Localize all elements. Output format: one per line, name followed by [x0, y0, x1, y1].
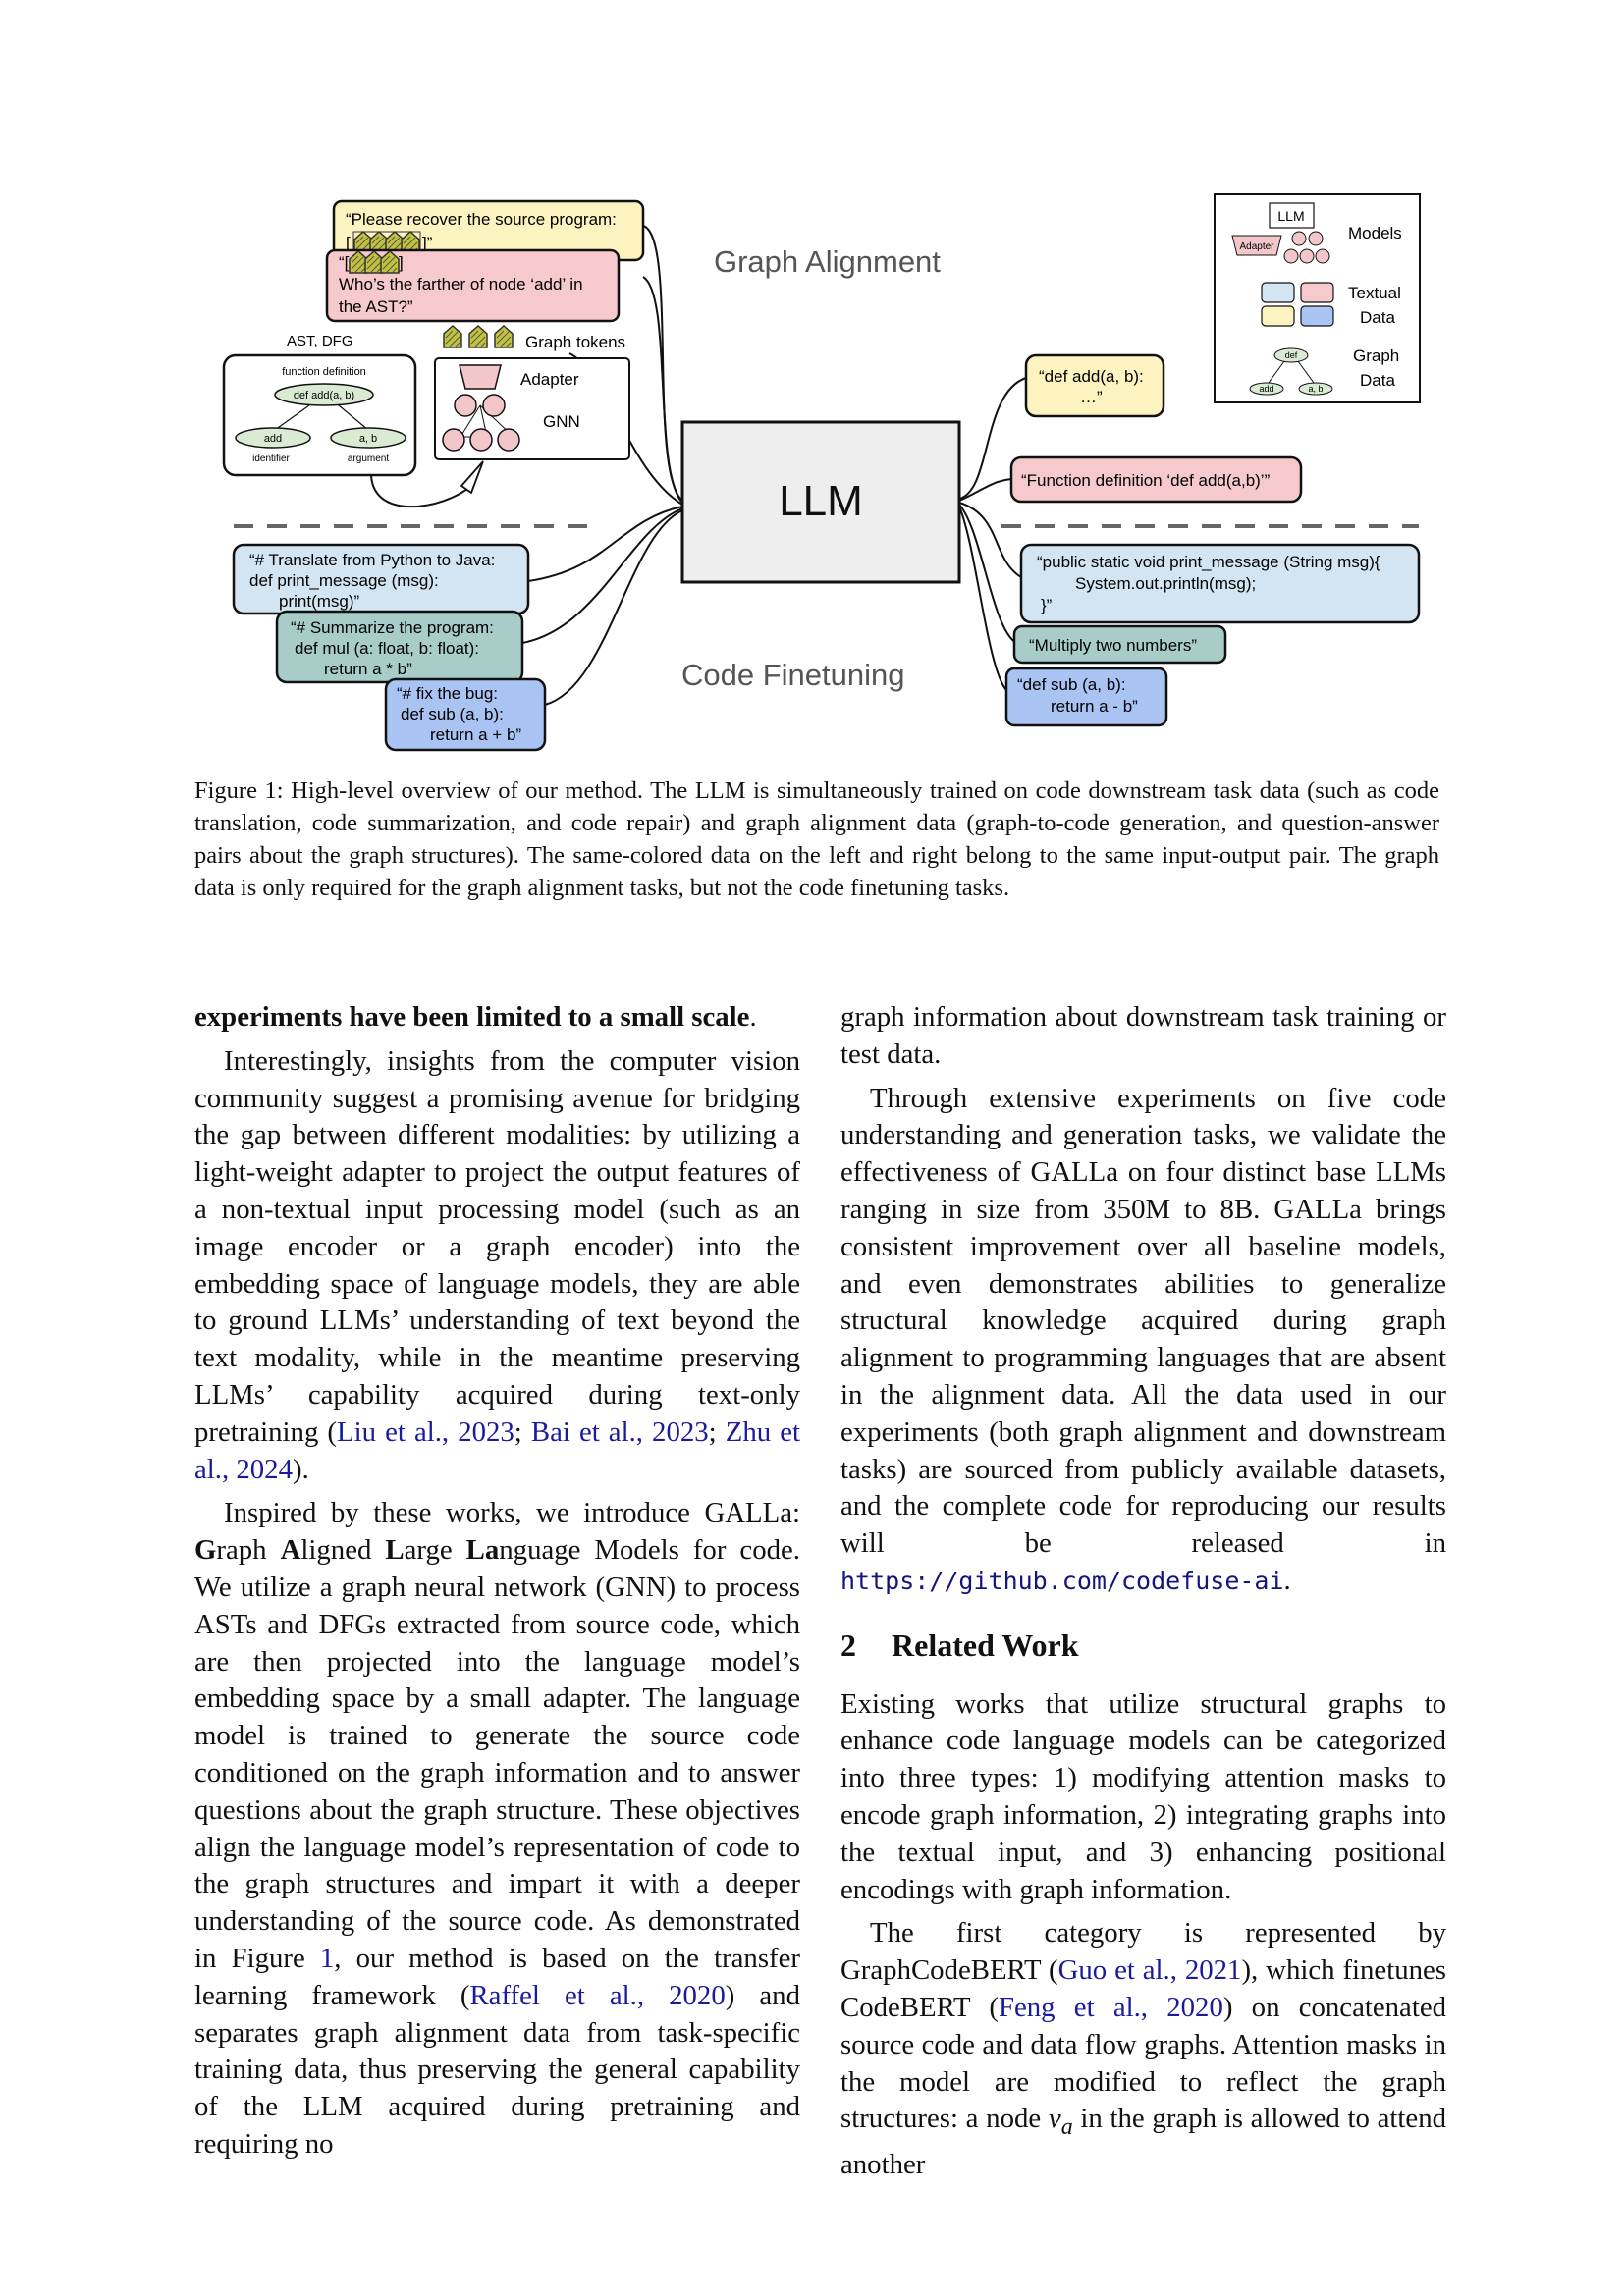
- prompt-question-box: “[ ] Who’s the farther of node ‘add’ in …: [325, 248, 621, 323]
- svg-text:“Please recover the source pro: “Please recover the source program:: [346, 210, 617, 229]
- input-fix-box: “# fix the bug: def sub (a, b): return a…: [384, 677, 547, 752]
- output-java-box: “public static void print_message (Strin…: [1019, 543, 1421, 624]
- svg-text:System.out.println(msg);: System.out.println(msg);: [1075, 574, 1256, 593]
- svg-text:a, b: a, b: [359, 433, 377, 445]
- ast-dfg-label: AST, DFG: [287, 333, 353, 349]
- figure-legend: LLM Adapter Models Textual Data def add …: [1214, 193, 1421, 403]
- code-finetuning-label: Code Finetuning: [681, 658, 905, 692]
- svg-text:[: [: [346, 234, 351, 252]
- svg-text:…”: …”: [1080, 388, 1103, 406]
- svg-text:add: add: [264, 433, 282, 445]
- svg-text:Adapter: Adapter: [1239, 241, 1274, 252]
- svg-text:return a - b”: return a - b”: [1051, 697, 1138, 716]
- graph-tokens: Graph tokens: [443, 325, 625, 351]
- input-summarize-box: “# Summarize the program: def mul (a: fl…: [275, 610, 524, 684]
- svg-text:“def sub (a, b):: “def sub (a, b):: [1017, 675, 1126, 694]
- paragraph: Existing works that utilize structural g…: [840, 1687, 1446, 1905]
- citation-link[interactable]: Bai et al., 2023: [530, 1415, 709, 1448]
- output-fixed-box: “def sub (a, b): return a - b”: [1004, 667, 1168, 727]
- svg-text:]”: ]”: [422, 234, 433, 252]
- svg-text:“# Summarize the program:: “# Summarize the program:: [291, 618, 494, 637]
- graph-alignment-label: Graph Alignment: [714, 244, 941, 279]
- svg-text:a, b: a, b: [1308, 384, 1323, 394]
- svg-text:def mul (a: float, b: float):: def mul (a: float, b: float):: [295, 639, 479, 658]
- arrow-head-icon: [460, 460, 484, 495]
- svg-text:function definition: function definition: [282, 366, 366, 378]
- svg-text:the AST?”: the AST?”: [339, 297, 413, 316]
- paragraph: Through extensive experiments on five co…: [840, 1082, 1446, 1596]
- output-code-box: “def add(a, b): …”: [1024, 353, 1165, 418]
- svg-text:Graph: Graph: [1353, 347, 1399, 365]
- paragraph: experiments have been limited to a small…: [194, 1001, 757, 1033]
- svg-text:“# Translate from Python to Ja: “# Translate from Python to Java:: [249, 551, 495, 569]
- ast-to-gnn-arrow: [370, 474, 472, 507]
- svg-text:Data: Data: [1360, 371, 1395, 390]
- figure-ref-link[interactable]: 1: [319, 1942, 335, 1974]
- citation-link[interactable]: Raffel et al., 2020: [469, 1979, 726, 2011]
- svg-text:return a * b”: return a * b”: [324, 660, 412, 678]
- figure-caption: Figure 1: High-level overview of our met…: [194, 777, 1439, 901]
- svg-text:Models: Models: [1348, 224, 1402, 242]
- svg-text:add: add: [1259, 384, 1273, 394]
- citation-link[interactable]: Feng et al., 2020: [998, 1991, 1223, 2023]
- svg-text:“Multiply two numbers”: “Multiply two numbers”: [1029, 636, 1197, 655]
- svg-text:Textual: Textual: [1348, 284, 1401, 302]
- method-overview-figure: Graph Alignment Code Finetuning LLM “Ple…: [222, 193, 1421, 752]
- paragraph: Interestingly, insights from the compute…: [194, 1044, 800, 1485]
- svg-text:}”: }”: [1041, 596, 1053, 614]
- output-summary-box: “Multiply two numbers”: [1012, 624, 1227, 665]
- svg-text:def: def: [1285, 350, 1298, 360]
- paragraph: The first category is represented by Gra…: [840, 1917, 1447, 2180]
- svg-text:Graph tokens: Graph tokens: [525, 333, 625, 351]
- svg-text:LLM: LLM: [1277, 208, 1304, 224]
- ast-diagram: function definition def add(a, b) add a,…: [222, 353, 417, 477]
- left-column: experiments have been limited to a small…: [194, 999, 800, 2163]
- svg-text:return a + b”: return a + b”: [430, 725, 521, 744]
- svg-text:def print_message (msg):: def print_message (msg):: [249, 571, 439, 590]
- paragraph: graph information about downstream task …: [840, 1001, 1446, 1070]
- svg-text:print(msg)”: print(msg)”: [279, 592, 360, 611]
- llm-box: [680, 420, 961, 584]
- svg-text:“public static void print_mess: “public static void print_message (Strin…: [1037, 553, 1380, 571]
- svg-text:GNN: GNN: [543, 412, 580, 431]
- svg-text:Adapter: Adapter: [520, 370, 579, 389]
- citation-link[interactable]: Liu et al., 2023: [337, 1415, 514, 1448]
- svg-text:Data: Data: [1360, 308, 1395, 327]
- svg-text:argument: argument: [348, 454, 389, 464]
- svg-text:“Function definition ‘def add(: “Function definition ‘def add(a,b)’”: [1021, 471, 1271, 490]
- citation-link[interactable]: Zhu et al., 2024: [194, 1415, 800, 1485]
- input-translate-box: “# Translate from Python to Java: def pr…: [232, 543, 530, 615]
- svg-text:“[: “[: [339, 253, 350, 272]
- adapter-gnn-box: Adapter GNN: [434, 357, 630, 460]
- paragraph: Inspired by these works, we introduce GA…: [194, 1497, 801, 2160]
- url-link[interactable]: https://github.com/codefuse-ai: [840, 1566, 1284, 1595]
- svg-text:]: ]: [399, 253, 404, 272]
- svg-text:Who’s the farther of node ‘add: Who’s the farther of node ‘add’ in: [339, 275, 583, 294]
- svg-text:“def add(a, b):: “def add(a, b):: [1039, 367, 1144, 386]
- llm-label: LLM: [779, 477, 863, 525]
- citation-link[interactable]: Guo et al., 2021: [1057, 1954, 1242, 1987]
- right-column: graph information about downstream task …: [840, 999, 1446, 2184]
- svg-text:identifier: identifier: [252, 454, 290, 464]
- svg-text:“# fix the bug:: “# fix the bug:: [397, 684, 498, 703]
- prompt-recover-box: “Please recover the source program: [ ]”: [332, 199, 645, 262]
- svg-text:def sub (a, b):: def sub (a, b):: [401, 705, 504, 723]
- svg-text:def add(a, b): def add(a, b): [294, 390, 354, 401]
- output-answer-box: “Function definition ‘def add(a,b)’”: [1009, 455, 1303, 504]
